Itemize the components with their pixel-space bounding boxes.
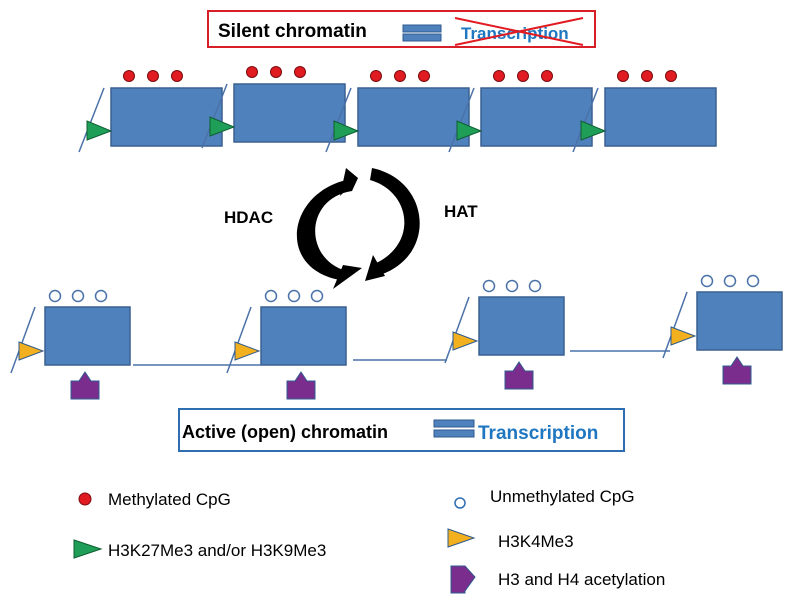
- unmethylated-cpg-icon: [723, 274, 737, 288]
- h3k4me3-mark-icon: [18, 341, 45, 361]
- h3k4me3-mark-icon: [452, 331, 479, 351]
- methylated-cpg-icon: [541, 70, 553, 82]
- h3k27me3-mark-icon: [333, 120, 360, 141]
- legend-methylated-label: Methylated CpG: [108, 490, 231, 509]
- active-nucleosome-row: [10, 274, 783, 400]
- methylated-cpg-icon: [617, 70, 629, 82]
- legend-h3k4: H3K4Me3: [447, 528, 574, 551]
- unmethylated-cpg-icon: [454, 497, 466, 509]
- nucleosome-box: [696, 291, 783, 351]
- silent-nucleosome-row: [78, 66, 717, 153]
- dna-strand: [10, 306, 36, 374]
- nucleosome-box: [110, 87, 223, 147]
- hat-arrow-icon: [365, 168, 420, 281]
- silent-nucleosome: [572, 70, 717, 153]
- silent-nucleosome: [78, 70, 223, 153]
- acetylation-mark-icon: [286, 371, 316, 400]
- methylated-cpg-icon: [123, 70, 135, 82]
- methylated-cpg-icon: [78, 492, 92, 506]
- dna-strand: [448, 87, 475, 153]
- dna-strand: [444, 296, 470, 364]
- hdac-arrow-icon: [296, 168, 362, 289]
- cycle-arrows: HDAC HAT: [224, 168, 478, 289]
- unmethylated-cpg-icon: [264, 289, 278, 303]
- legend-h3k27-label: H3K27Me3 and/or H3K9Me3: [108, 541, 326, 560]
- h3k27me3-mark-icon: [580, 120, 607, 141]
- nucleosome-box: [44, 306, 131, 366]
- silent-nucleosome: [448, 70, 593, 153]
- methylated-cpg-icon: [418, 70, 430, 82]
- acetylation-mark-icon: [504, 361, 534, 390]
- methylated-cpg-icon: [394, 70, 406, 82]
- methylated-cpg-icon: [147, 70, 159, 82]
- hat-label: HAT: [444, 202, 478, 221]
- gene-symbol-icon: [402, 24, 442, 42]
- h3k27me3-mark-icon: [456, 120, 483, 141]
- nucleosome-box: [480, 87, 593, 147]
- h3k27me3-mark-icon: [209, 116, 236, 137]
- acetylation-mark-icon: [450, 565, 476, 594]
- dna-strand: [662, 291, 688, 359]
- legend-h3k27: H3K27Me3 and/or H3K9Me3: [73, 539, 326, 560]
- methylated-cpg-icon: [370, 70, 382, 82]
- active-nucleosome: [444, 279, 565, 390]
- methylated-cpg-icon: [641, 70, 653, 82]
- active-nucleosome: [226, 289, 347, 400]
- acetylation-mark-icon: [70, 371, 100, 400]
- methylated-cpg-icon: [270, 66, 282, 78]
- silent-nucleosome: [325, 70, 470, 153]
- h3k4me3-mark-icon: [670, 326, 697, 346]
- methylated-cpg-icon: [493, 70, 505, 82]
- dna-strand: [201, 83, 228, 149]
- yellow-triangle-icon: [447, 528, 476, 548]
- nucleosome-box: [357, 87, 470, 147]
- active-nucleosome: [10, 289, 131, 400]
- unmethylated-cpg-icon: [700, 274, 714, 288]
- methylated-cpg-icon: [246, 66, 258, 78]
- legend-methylated: Methylated CpG: [78, 490, 231, 509]
- nucleosome-box: [233, 83, 346, 143]
- dna-strand: [325, 87, 352, 153]
- acetylation-mark-icon: [722, 356, 752, 385]
- hdac-label: HDAC: [224, 208, 273, 227]
- unmethylated-cpg-icon: [94, 289, 108, 303]
- active-transcription-text: Transcription: [478, 423, 598, 444]
- nucleosome-box: [260, 306, 347, 366]
- unmethylated-cpg-icon: [287, 289, 301, 303]
- methylated-cpg-icon: [665, 70, 677, 82]
- unmethylated-cpg-icon: [505, 279, 519, 293]
- dna-strand: [572, 87, 599, 153]
- unmethylated-cpg-icon: [746, 274, 760, 288]
- silent-chromatin-label: Silent chromatin: [218, 21, 367, 42]
- unmethylated-cpg-icon: [310, 289, 324, 303]
- h3k4me3-mark-icon: [234, 341, 261, 361]
- active-nucleosome: [662, 274, 783, 385]
- legend-unmethylated: Unmethylated CpG: [454, 487, 635, 509]
- active-chromatin-box: Active (open) chromatin Transcription: [178, 408, 625, 452]
- green-triangle-icon: [73, 539, 103, 559]
- unmethylated-cpg-icon: [71, 289, 85, 303]
- nucleosome-box: [478, 296, 565, 356]
- methylated-cpg-icon: [517, 70, 529, 82]
- legend: Methylated CpG Unmethylated CpG H3K27Me3…: [73, 487, 665, 594]
- legend-acetylation-label: H3 and H4 acetylation: [498, 570, 665, 589]
- gene-symbol-icon: [433, 419, 475, 438]
- legend-h3k4-label: H3K4Me3: [498, 532, 574, 551]
- h3k27me3-mark-icon: [86, 120, 113, 141]
- active-chromatin-label: Active (open) chromatin: [182, 422, 388, 442]
- unmethylated-cpg-icon: [528, 279, 542, 293]
- dna-strand: [226, 306, 252, 374]
- dna-strand: [78, 87, 105, 153]
- methylated-cpg-icon: [171, 70, 183, 82]
- cross-out-icon: [454, 17, 584, 46]
- legend-acetylation: H3 and H4 acetylation: [450, 565, 665, 594]
- unmethylated-cpg-icon: [482, 279, 496, 293]
- methylated-cpg-icon: [294, 66, 306, 78]
- silent-chromatin-box: Silent chromatin Transcription: [207, 10, 596, 48]
- legend-unmethylated-label: Unmethylated CpG: [490, 487, 635, 506]
- nucleosome-box: [604, 87, 717, 147]
- unmethylated-cpg-icon: [48, 289, 62, 303]
- silent-nucleosome: [201, 66, 346, 149]
